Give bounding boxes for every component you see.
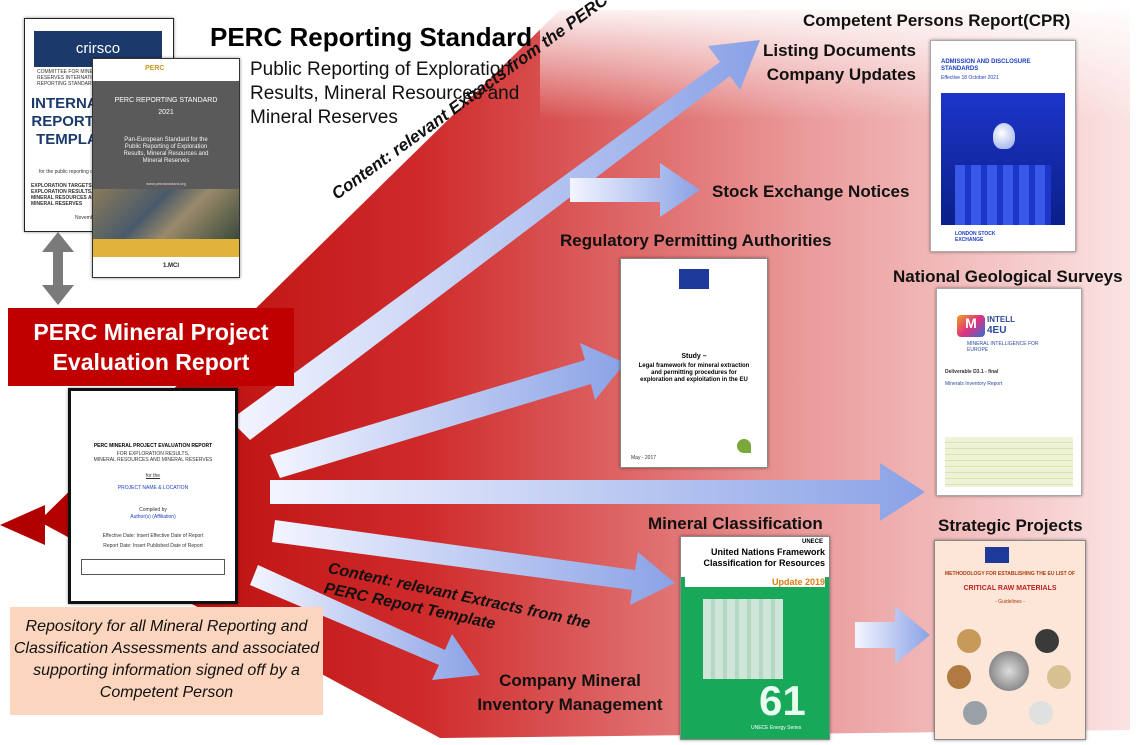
eu-flag-icon [985, 547, 1009, 563]
crm-guidelines: - Guidelines - [995, 599, 1025, 605]
admission-footer: LONDON STOCK EXCHANGE [955, 231, 996, 243]
perc-report-cover: PERC MINERAL PROJECT EVALUATION REPORT F… [68, 388, 238, 604]
label-inventory-2: Inventory Management [477, 695, 663, 714]
eu-flag-icon [679, 269, 709, 289]
subtitle-line: Results, Mineral Resources and [250, 83, 520, 104]
crm-mineral [1029, 701, 1053, 725]
double-arrow [42, 232, 74, 305]
crm-mineral [947, 665, 971, 689]
crm-center-mineral [989, 651, 1029, 691]
admission-blue-panel [941, 93, 1065, 225]
arrow-to-regulatory [270, 343, 625, 478]
crm-highlight: CRITICAL RAW MATERIALS [963, 585, 1057, 592]
mintell-doc: M INTELL 4EU MINERAL INTELLIGENCE FOR EU… [936, 288, 1082, 496]
mintell-deliverable: Deliverable D3.1 - final [945, 369, 999, 375]
perc-report-title-line: PERC Mineral Project [33, 319, 269, 345]
perc-report-title-line: Evaluation Report [52, 349, 250, 375]
label-geological: National Geological Surveys [893, 267, 1123, 286]
repository-note-text: Repository for all Mineral Reporting and… [13, 618, 320, 701]
bars-graphic [955, 165, 1051, 225]
label-company-updates: Company Updates [766, 65, 916, 84]
arrow-to-cpr [230, 40, 760, 440]
mintell-report: Minerals Inventory Report [945, 381, 1003, 387]
crirsco-logo: crirsco [75, 40, 121, 57]
perc-standard-yellow-band [93, 239, 239, 257]
admission-effective: Effective 18 October 2021 [941, 75, 999, 81]
crm-mineral [1035, 629, 1059, 653]
perc-standard-year: 2021 [158, 109, 174, 116]
mintell-logo-num: 4EU [987, 325, 1007, 336]
eu-study-label: Study – [681, 353, 707, 360]
label-regulatory: Regulatory Permitting Authorities [560, 231, 832, 250]
perc-standard-logos: 1.MCI [93, 257, 239, 277]
mintell-table [945, 437, 1073, 487]
unfc-grid-graphic [703, 599, 783, 679]
shield-icon [993, 123, 1015, 149]
label-inventory-1: Company Mineral [499, 671, 641, 690]
perc-cover-compiled: Compiled by [139, 507, 167, 513]
perc-standard-top: PERC [93, 59, 239, 81]
crirsco-for-public: for the public reporting of [39, 169, 95, 175]
arrow-to-inventory [250, 565, 480, 680]
perc-cover-disclaimer-box [81, 559, 225, 575]
perc-cover-project: PROJECT NAME & LOCATION [117, 485, 189, 491]
perc-cover-authors: Author(s) (Affiliation) [130, 514, 176, 520]
perc-cover-sub2: MINERAL RESOURCES AND MINERAL RESERVES [93, 457, 213, 463]
label-listing: Listing Documents [762, 41, 916, 60]
label-cpr: Competent Persons Report(CPR) [803, 11, 1071, 30]
crm-mineral [1047, 665, 1071, 689]
subtitle-line: Public Reporting of Exploration [250, 59, 511, 80]
perc-standard-url: www.percstandard.org [146, 181, 186, 186]
crm-doc: METHODOLOGY FOR ESTABLISHING THE EU LIST… [934, 540, 1086, 740]
label-stock-exchange: Stock Exchange Notices [712, 182, 910, 201]
crirsco-small: EXPLORATION TARGETS, EXPLORATION RESULTS… [31, 183, 99, 207]
subtitle-line: Mineral Reserves [250, 107, 398, 128]
arrow-to-mineral-classification [272, 520, 675, 605]
mintell-logo-m: M [957, 315, 985, 337]
eu-study-doc: Study – Legal framework for mineral extr… [620, 258, 768, 468]
repository-note: Repository for all Mineral Reporting and… [10, 607, 323, 715]
unfc-title: United Nations Framework Classification … [703, 547, 825, 568]
perc-standard-logo: PERC [145, 65, 165, 72]
eu-study-date: May - 2017 [631, 455, 657, 461]
perc-cover-report-date: Report Date: Insert Published Date of Re… [103, 543, 203, 549]
crm-title: METHODOLOGY FOR ESTABLISHING THE EU LIST… [944, 571, 1076, 577]
unfc-header: UNECE United Nations Framework Classific… [681, 537, 829, 577]
unfc-update: Update 2019 [685, 577, 825, 587]
arrow-to-strategic [855, 606, 930, 664]
mintell-logo-text: INTELL [987, 315, 1015, 324]
crirsco-sub: COMMITTEE FOR MINERAL RESERVES INTERNATI… [37, 69, 105, 87]
perc-standard-title: PERC REPORTING STANDARD [114, 97, 218, 104]
perc-standard-footer: 1.MCI [163, 263, 180, 269]
perc-standard-desc: Pan-European Standard for the Public Rep… [123, 137, 209, 164]
admission-title: ADMISSION AND DISCLOSURE STANDARDS [941, 59, 1031, 72]
eu-study-body: Legal framework for mineral extraction a… [638, 363, 750, 383]
unfc-number: 61 [759, 677, 806, 724]
unfc-org: UNECE [801, 539, 823, 545]
admission-standards-doc: ADMISSION AND DISCLOSURE STANDARDS Effec… [930, 40, 1076, 252]
crm-mineral [963, 701, 987, 725]
page-subtitle: Public Reporting of Exploration Results,… [250, 58, 519, 130]
crm-mineral [957, 629, 981, 653]
perc-standard-doc: PERC PERC REPORTING STANDARD 2021 Pan-Eu… [92, 58, 240, 278]
mintell-tagline: MINERAL INTELLIGENCE FOR EUROPE [967, 341, 1039, 353]
arrow-to-geological [270, 463, 925, 521]
perc-standard-photo [93, 189, 239, 239]
arrow-to-stock-exchange [570, 163, 700, 217]
unfc-doc: UNECE United Nations Framework Classific… [680, 536, 830, 740]
perc-cover-effective: Effective Date: Insert Effective Date of… [102, 533, 204, 539]
label-mineral-classification: Mineral Classification [648, 514, 823, 533]
unfc-series: UNECE Energy Series [751, 725, 802, 731]
perc-report-banner: PERC Mineral Project Evaluation Report [8, 308, 294, 386]
perc-cover-sub1: FOR EXPLORATION RESULTS, [116, 451, 190, 457]
label-strategic: Strategic Projects [938, 516, 1083, 535]
page-title: PERC Reporting Standard [210, 22, 533, 52]
leaf-icon [737, 439, 751, 453]
perc-cover-title: PERC MINERAL PROJECT EVALUATION REPORT [93, 443, 213, 449]
perc-cover-for-the: for the [145, 473, 161, 479]
